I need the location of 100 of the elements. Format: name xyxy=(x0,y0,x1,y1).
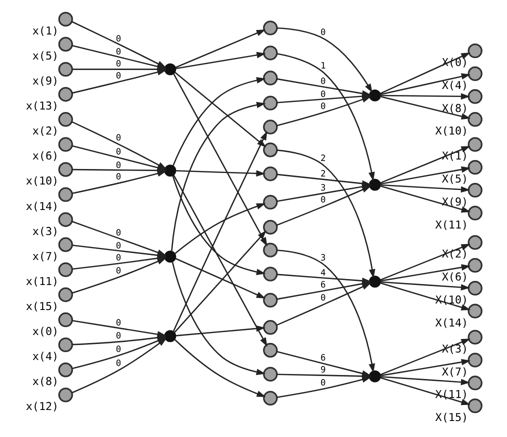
arrow xyxy=(72,170,167,194)
edge-label: 1 xyxy=(320,62,326,72)
node-dot xyxy=(164,63,176,76)
arrow xyxy=(174,339,266,398)
arrow xyxy=(380,358,471,376)
arrow xyxy=(380,282,470,310)
node-circle xyxy=(468,352,482,368)
node-circle xyxy=(468,398,482,414)
node-circle xyxy=(58,162,73,177)
node-circle xyxy=(468,160,482,175)
node-label: X(15) xyxy=(435,411,468,424)
edge-label: 0 xyxy=(116,148,122,158)
edge-label: 0 xyxy=(116,172,122,183)
edge-label: 0 xyxy=(116,253,122,264)
node-circle xyxy=(58,62,73,77)
node-circle xyxy=(58,36,73,52)
arrow xyxy=(380,73,471,96)
arrow xyxy=(175,258,266,299)
node-circle xyxy=(263,46,278,60)
edge-label: 0 xyxy=(116,228,122,238)
edge-label: 0 xyxy=(116,358,122,369)
node-label: x(9) xyxy=(32,74,59,88)
node-circle xyxy=(263,320,278,335)
edge-label: 9 xyxy=(320,365,326,376)
node-circle xyxy=(468,206,482,220)
arrow xyxy=(175,29,266,68)
node-label: x(8) xyxy=(32,375,59,388)
node-circle xyxy=(263,266,278,282)
node-label: x(5) xyxy=(32,50,59,63)
node-circle xyxy=(263,366,278,382)
node-circle xyxy=(58,388,73,402)
node-circle xyxy=(468,182,482,198)
node-circle xyxy=(263,292,278,308)
node-label: x(1) xyxy=(32,24,59,38)
arrow xyxy=(276,150,376,278)
edge-label: 2 xyxy=(320,169,326,180)
node-circle xyxy=(468,235,482,250)
node-label: x(13) xyxy=(26,100,59,113)
node-circle xyxy=(58,312,73,328)
node-circle xyxy=(263,96,278,110)
node-circle xyxy=(58,187,73,202)
node-label: x(14) xyxy=(26,200,59,213)
node-circle xyxy=(263,194,278,210)
arrow xyxy=(176,52,266,70)
node-circle xyxy=(263,390,278,406)
edge-label: 3 xyxy=(320,253,326,264)
edge-label: 0 xyxy=(116,71,122,82)
edge-label: 0 xyxy=(320,28,326,38)
edge-label: 4 xyxy=(320,268,326,279)
node-label: X(10) xyxy=(435,124,468,138)
node-dot xyxy=(368,178,381,191)
arrow xyxy=(72,69,167,94)
node-circle xyxy=(468,280,482,296)
node-circle xyxy=(263,342,278,358)
node-label: X(11) xyxy=(435,388,468,402)
arrow xyxy=(276,250,376,373)
arrow xyxy=(380,185,471,213)
node-label: x(3) xyxy=(32,224,59,238)
node-label: X(4) xyxy=(442,78,468,92)
node-label: X(14) xyxy=(435,316,468,330)
node-circle xyxy=(263,242,278,258)
node-circle xyxy=(263,20,278,36)
node-circle xyxy=(468,137,482,152)
node-label: x(6) xyxy=(32,150,59,163)
arrow xyxy=(380,146,470,184)
edge-label: 6 xyxy=(320,280,326,291)
edge-label: 0 xyxy=(116,134,122,144)
node-label: X(8) xyxy=(442,102,468,115)
node-label: X(7) xyxy=(442,365,468,378)
node-circle xyxy=(58,137,73,152)
edge-label: 0 xyxy=(116,318,122,329)
arrow xyxy=(380,184,470,193)
edge-label: 0 xyxy=(116,59,122,70)
node-label: x(4) xyxy=(32,350,59,364)
arrow xyxy=(380,377,470,406)
node-label: x(7) xyxy=(32,250,59,263)
node-dot xyxy=(368,370,381,382)
edge-label: 0 xyxy=(320,76,326,87)
arrow xyxy=(174,72,266,148)
node-circle xyxy=(263,142,278,158)
node-dot xyxy=(164,164,176,177)
edge-label: 0 xyxy=(320,196,326,206)
node-label: X(6) xyxy=(442,270,468,284)
arrow xyxy=(380,96,471,120)
node-dot xyxy=(164,250,176,263)
node-circle xyxy=(58,287,73,302)
node-label: x(0) xyxy=(32,325,59,338)
arrow xyxy=(380,264,471,282)
node-circle xyxy=(263,220,278,235)
edge-label: 3 xyxy=(320,184,326,194)
node-circle xyxy=(468,330,482,345)
node-label: X(5) xyxy=(442,172,468,186)
node-circle xyxy=(58,262,73,278)
node-label: x(2) xyxy=(32,124,59,138)
arrow xyxy=(72,258,166,294)
node-label: X(10) xyxy=(435,293,468,306)
node-circle xyxy=(58,337,73,352)
node-circle xyxy=(468,89,482,104)
edge-label: 0 xyxy=(320,294,326,304)
edge-label: 0 xyxy=(320,90,326,100)
